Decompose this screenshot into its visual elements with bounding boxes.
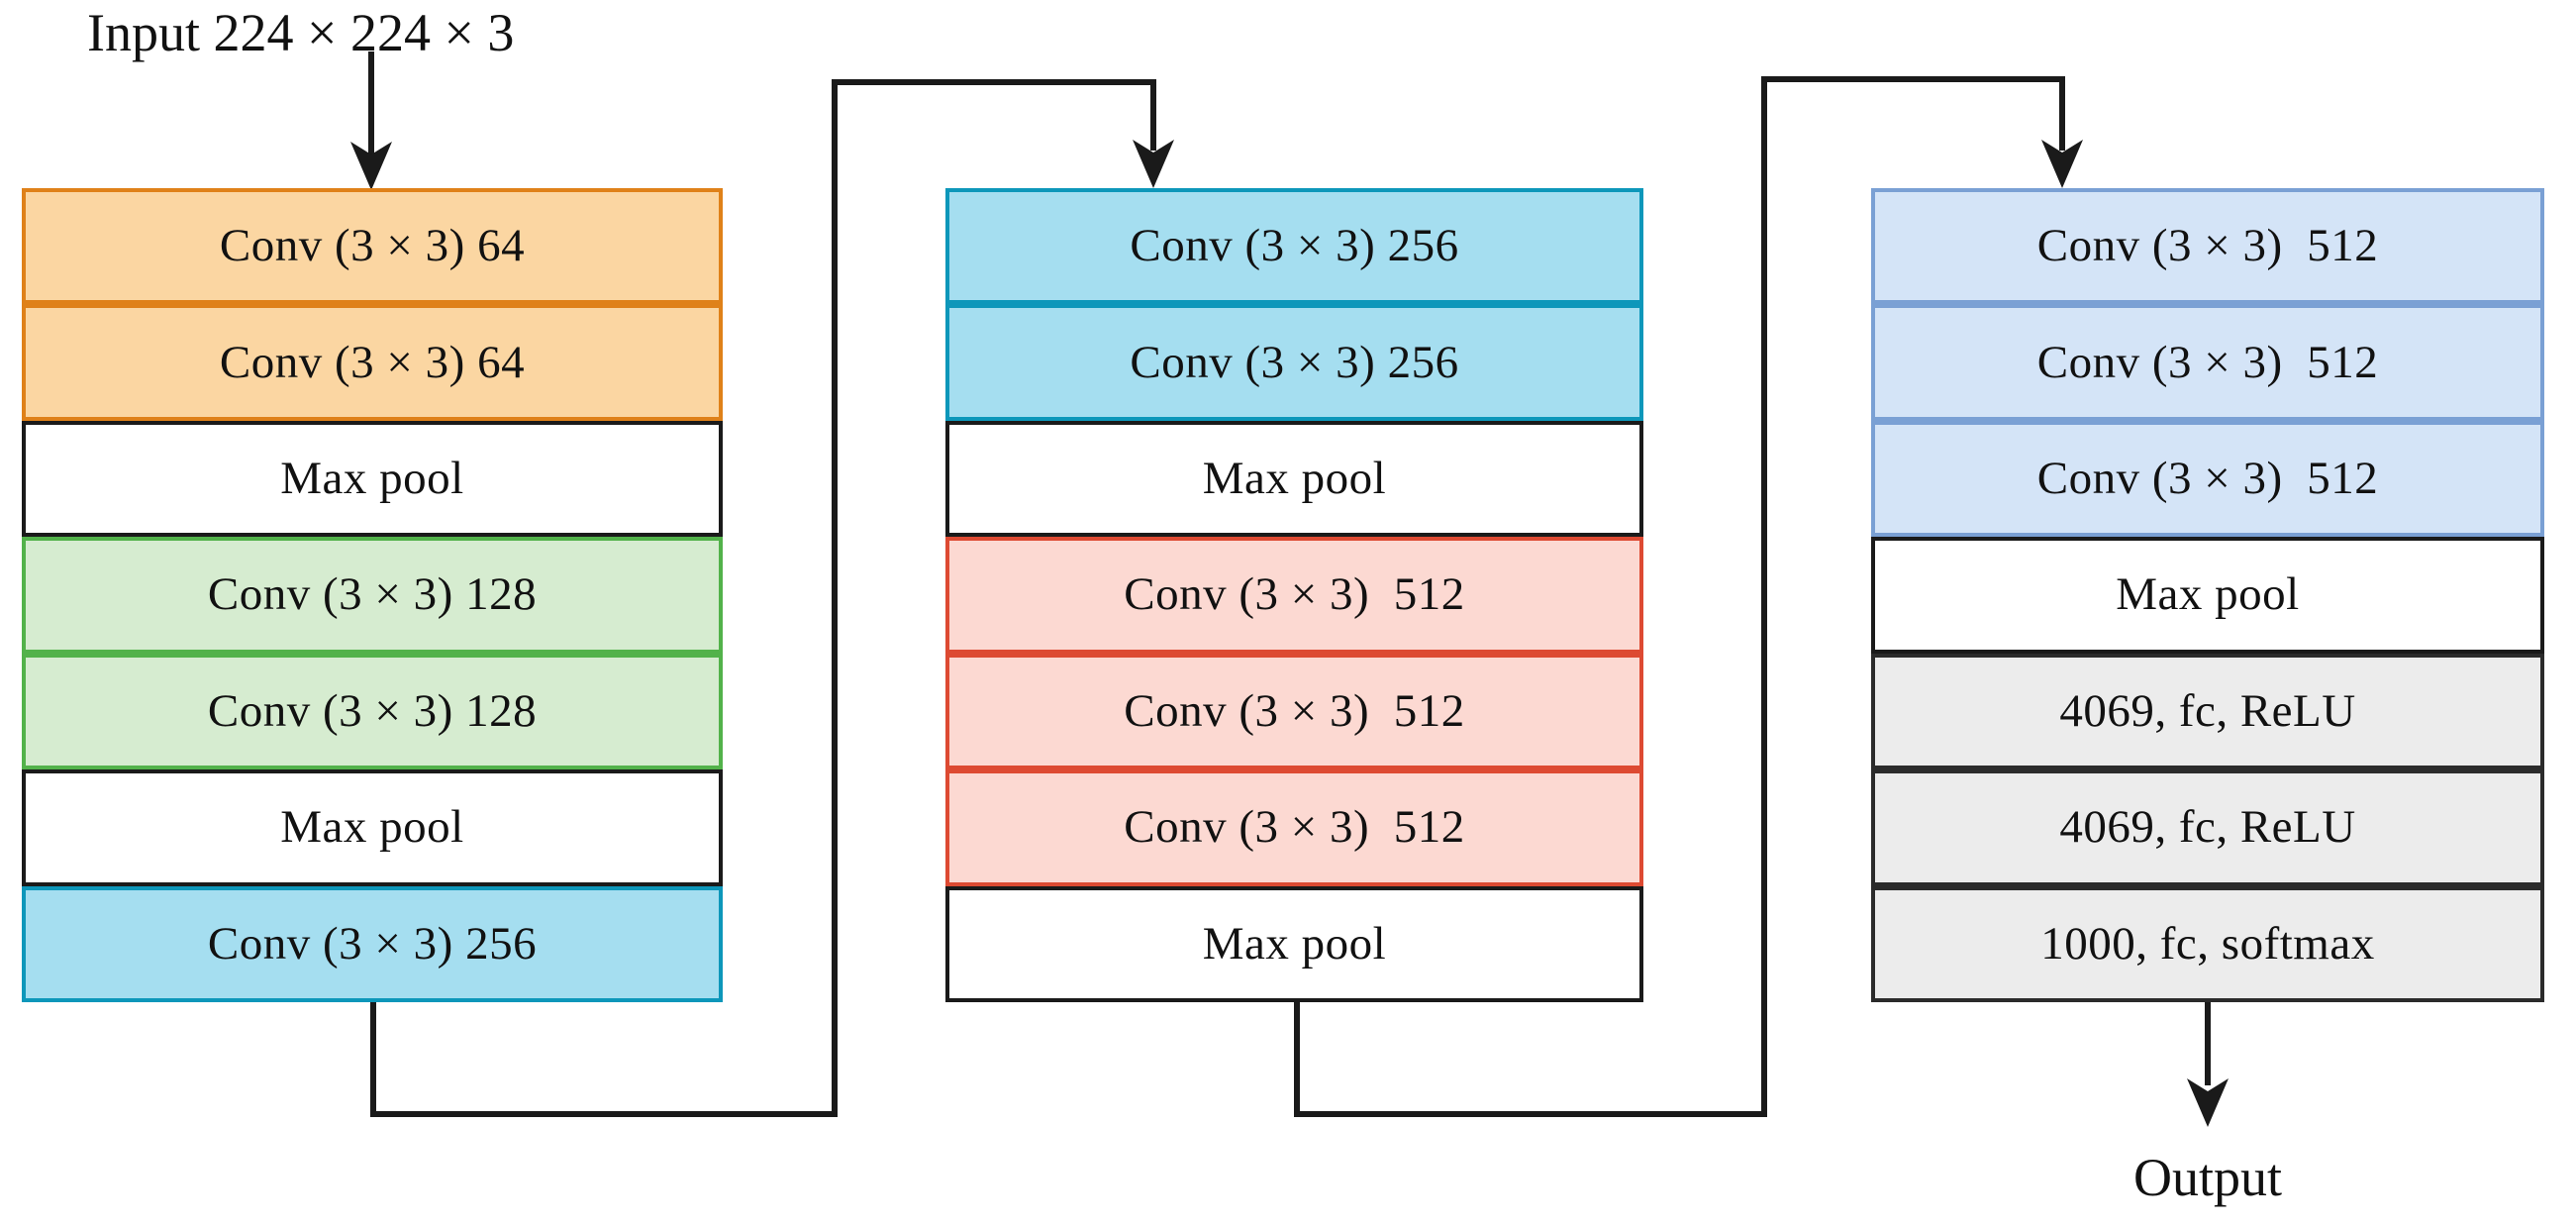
layer-label: Conv (3 × 3) 512 bbox=[1124, 684, 1465, 737]
layer-label: Conv (3 × 3) 128 bbox=[207, 684, 538, 737]
layer-box-fc: 4069, fc, ReLU bbox=[1871, 653, 2544, 770]
input-label: Input 224 × 224 × 3 bbox=[87, 3, 515, 62]
layer-label: Conv (3 × 3) 256 bbox=[1130, 336, 1459, 388]
layer-label: Conv (3 × 3) 64 bbox=[219, 336, 526, 388]
input-arrow bbox=[350, 51, 392, 190]
layer-box-conv-red: Conv (3 × 3) 512 bbox=[945, 537, 1643, 654]
layer-box-conv-red: Conv (3 × 3) 512 bbox=[945, 769, 1643, 886]
layer-box-conv-green: Conv (3 × 3) 128 bbox=[22, 653, 723, 770]
layer-box-conv-cyan: Conv (3 × 3) 256 bbox=[945, 304, 1643, 421]
layer-box-maxpool: Max pool bbox=[22, 420, 723, 538]
layer-box-maxpool: Max pool bbox=[945, 420, 1643, 538]
layer-box-conv-blue: Conv (3 × 3) 512 bbox=[1871, 420, 2544, 538]
layer-label: Conv (3 × 3) 512 bbox=[2036, 336, 2379, 388]
layer-label: Conv (3 × 3) 128 bbox=[207, 568, 538, 621]
layer-label: Conv (3 × 3) 512 bbox=[1124, 801, 1465, 854]
layer-box-maxpool: Max pool bbox=[945, 885, 1643, 1002]
layer-box-conv-orange: Conv (3 × 3) 64 bbox=[22, 304, 723, 421]
layer-box-conv-cyan: Conv (3 × 3) 256 bbox=[22, 885, 723, 1002]
layer-box-conv-orange: Conv (3 × 3) 64 bbox=[22, 188, 723, 305]
layer-box-conv-blue: Conv (3 × 3) 512 bbox=[1871, 304, 2544, 421]
layer-box-conv-blue: Conv (3 × 3) 512 bbox=[1871, 188, 2544, 305]
layer-box-conv-cyan: Conv (3 × 3) 256 bbox=[945, 188, 1643, 305]
layer-label: Conv (3 × 3) 256 bbox=[1130, 220, 1459, 272]
layer-box-maxpool: Max pool bbox=[1871, 537, 2544, 654]
layer-label: Max pool bbox=[1202, 917, 1387, 970]
layer-label: 4069, fc, ReLU bbox=[2059, 801, 2356, 854]
output-arrow bbox=[2187, 1002, 2229, 1127]
block1-to-block2-connector bbox=[370, 79, 1174, 1117]
layer-box-fc: 1000, fc, softmax bbox=[1871, 885, 2544, 1002]
layer-label: Conv (3 × 3) 256 bbox=[207, 917, 538, 970]
layer-label: Conv (3 × 3) 512 bbox=[2036, 453, 2379, 505]
layer-box-maxpool: Max pool bbox=[22, 769, 723, 886]
block2-to-block3-connector bbox=[1294, 76, 2083, 1117]
layer-box-conv-green: Conv (3 × 3) 128 bbox=[22, 537, 723, 654]
layer-label: Max pool bbox=[280, 453, 464, 505]
layer-label: Max pool bbox=[1202, 453, 1387, 505]
layer-label: Conv (3 × 3) 64 bbox=[219, 220, 526, 272]
layer-label: Conv (3 × 3) 512 bbox=[1124, 568, 1465, 621]
layer-label: Max pool bbox=[280, 801, 464, 854]
layer-label: Max pool bbox=[2116, 568, 2300, 621]
output-label: Output bbox=[2132, 1148, 2282, 1207]
layer-label: Conv (3 × 3) 512 bbox=[2036, 220, 2379, 272]
layer-label: 1000, fc, softmax bbox=[2040, 917, 2375, 970]
layer-box-conv-red: Conv (3 × 3) 512 bbox=[945, 653, 1643, 770]
layer-box-fc: 4069, fc, ReLU bbox=[1871, 769, 2544, 886]
layer-label: 4069, fc, ReLU bbox=[2059, 684, 2356, 737]
